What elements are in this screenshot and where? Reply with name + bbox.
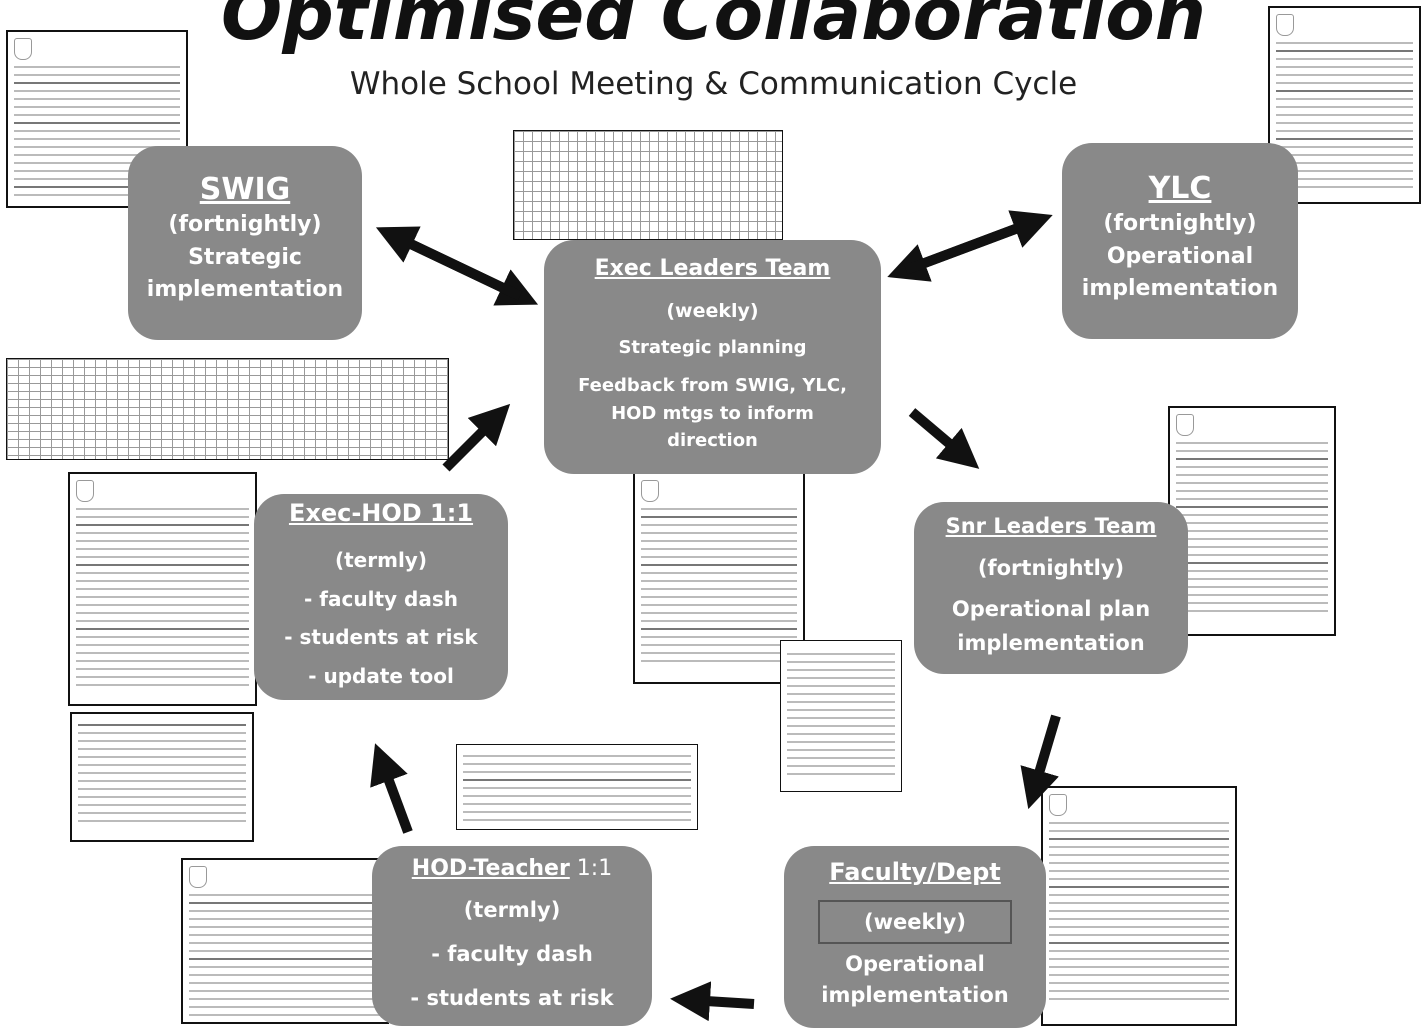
node-faculty-line-2: implementation [821, 983, 1009, 1007]
doc-thumbnail-snr-agenda [1168, 406, 1336, 636]
node-ylc-title: YLC [1148, 171, 1212, 206]
node-swig-line-2: implementation [146, 277, 344, 302]
doc-thumbnail-exec-team-agenda [633, 472, 805, 684]
node-snr-leaders-team: Snr Leaders Team (fortnightly) Operation… [914, 502, 1188, 674]
arrow-hodteacher-to-exechod [370, 743, 413, 834]
node-exec-line-2: Feedback from SWIG, YLC, [578, 375, 847, 396]
arrow-exec-to-snr [908, 408, 980, 469]
doc-thumbnail-update-form [780, 640, 902, 792]
node-hodteacher-title: HOD-Teacher [411, 856, 570, 881]
node-exechod-line-2: - students at risk [284, 625, 478, 649]
node-ylc-line-1: Operational [1106, 244, 1254, 269]
node-hodteacher-line-1: - faculty dash [431, 942, 593, 966]
node-exec-freq: (weekly) [666, 300, 759, 322]
doc-thumbnail-update-tool [70, 712, 254, 842]
arrow-swig-exec [375, 226, 539, 306]
diagram-title: Optimised Collaboration [220, 0, 1206, 56]
node-exechod-freq: (termly) [334, 548, 427, 572]
arrow-exechod-to-exec [442, 403, 511, 472]
node-snr-freq: (fortnightly) [977, 556, 1125, 580]
arrow-ylc-exec [887, 210, 1053, 282]
doc-thumbnail-swig-agenda [6, 30, 188, 208]
node-faculty-line-1: Operational [845, 952, 985, 976]
node-swig-freq: (fortnightly) [168, 212, 322, 237]
doc-thumbnail-hod-teacher-agenda [181, 858, 389, 1024]
arrow-faculty-to-hodteacher [670, 981, 755, 1022]
node-ylc-freq: (fortnightly) [1103, 211, 1257, 236]
node-hodteacher-freq: (termly) [463, 898, 561, 922]
node-exec-line-4: direction [667, 430, 758, 451]
node-exec-line-3: HOD mtgs to inform [611, 403, 814, 424]
node-faculty-title: Faculty/Dept [829, 858, 1001, 886]
node-hodteacher-line-2: - students at risk [410, 986, 614, 1010]
node-exechod-title: Exec-HOD 1:1 [288, 499, 474, 527]
node-ylc-line-2: implementation [1081, 276, 1279, 301]
diagram-subtitle: Whole School Meeting & Communication Cyc… [349, 66, 1078, 102]
doc-thumbnail-dashboard [513, 130, 783, 240]
node-exec-leaders-team: Exec Leaders Team (weekly) Strategic pla… [544, 240, 881, 474]
node-snr-line-1: Operational plan [951, 597, 1151, 621]
node-hod-teacher: HOD-Teacher 1:1 (termly) - faculty dash … [372, 846, 652, 1026]
node-ylc: YLC (fortnightly) Operational implementa… [1062, 143, 1298, 339]
arrow-snr-to-faculty [1020, 714, 1061, 810]
node-exec-title: Exec Leaders Team [594, 256, 831, 281]
node-snr-title: Snr Leaders Team [945, 514, 1157, 538]
node-exechod-line-3: - update tool [308, 664, 454, 688]
node-swig-line-1: Strategic [188, 245, 302, 270]
node-exec-line-1: Strategic planning [618, 337, 807, 358]
node-faculty-dept: Faculty/Dept (weekly) Operational implem… [784, 846, 1046, 1028]
doc-thumbnail-class-analysis [456, 744, 698, 830]
node-swig: SWIG (fortnightly) Strategic implementat… [128, 146, 362, 340]
node-faculty-freq: (weekly) [818, 900, 1012, 944]
doc-thumbnail-faculty-dashboard [6, 358, 449, 460]
node-snr-line-2: implementation [957, 631, 1145, 655]
doc-thumbnail-faculty-agenda [1041, 786, 1237, 1026]
doc-thumbnail-exec-agenda [68, 472, 257, 706]
node-hodteacher-suffix: 1:1 [569, 856, 613, 881]
node-exechod-line-1: - faculty dash [304, 587, 458, 611]
node-hodteacher-heading: HOD-Teacher 1:1 [372, 850, 652, 888]
node-swig-title: SWIG [199, 172, 291, 207]
node-exec-hod: Exec-HOD 1:1 (termly) - faculty dash - s… [254, 494, 508, 700]
